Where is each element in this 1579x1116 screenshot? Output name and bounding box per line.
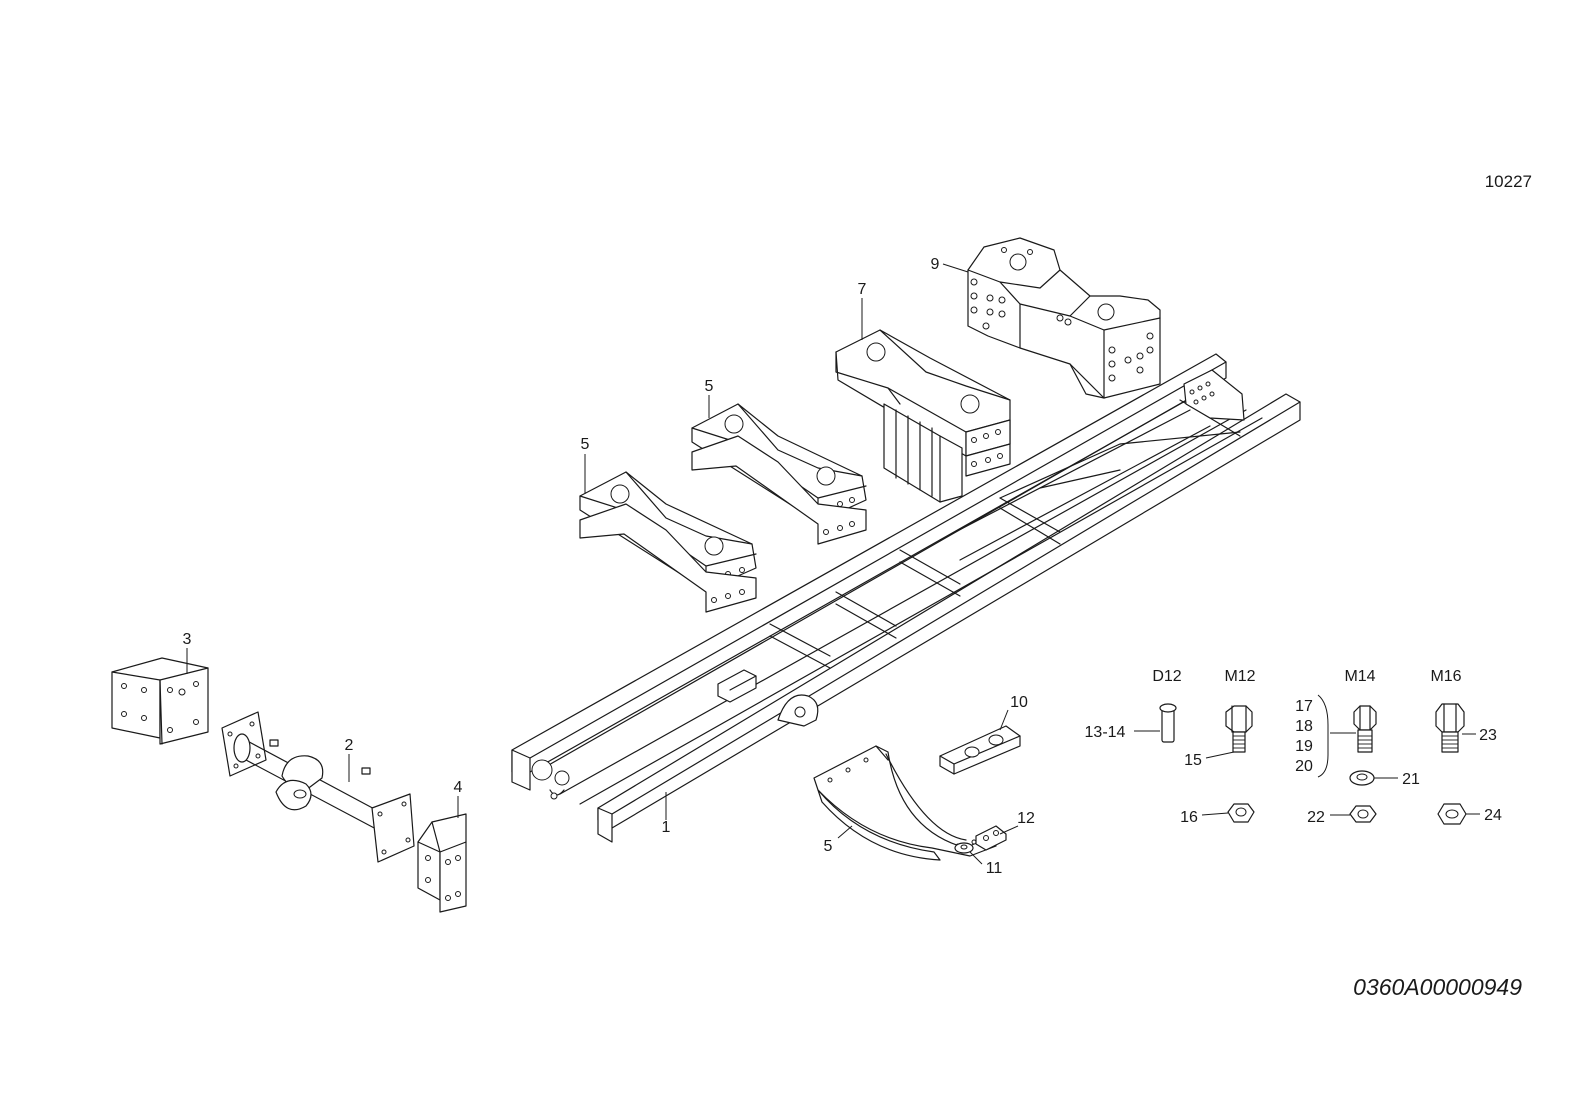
- sheet-number: 10227: [1485, 172, 1532, 191]
- callout-washer-11[interactable]: 11: [986, 860, 1003, 877]
- main-frame-part[interactable]: [511, 353, 1301, 843]
- callout-tall-support[interactable]: 7: [858, 281, 867, 298]
- callout-right-bracket[interactable]: 4: [454, 779, 463, 796]
- callout-pin-13-14[interactable]: 13-14: [1085, 724, 1126, 741]
- callout-nut-16[interactable]: 16: [1180, 809, 1198, 826]
- callout-bolt-15[interactable]: 15: [1184, 752, 1202, 769]
- drawing-code: 0360A00000949: [1353, 974, 1522, 1000]
- callout-washer-21[interactable]: 21: [1402, 771, 1420, 788]
- callout-bolt-23[interactable]: 23: [1479, 727, 1497, 744]
- right-bracket-part[interactable]: [417, 813, 467, 913]
- callout-cross-support-a[interactable]: 5: [705, 378, 714, 395]
- cross-support-b-part[interactable]: [579, 471, 757, 613]
- bolt-15-part[interactable]: [1225, 705, 1253, 753]
- callout-left-bracket[interactable]: 3: [183, 631, 192, 648]
- callout-tow-beam[interactable]: 2: [345, 737, 354, 754]
- bolt-23-part[interactable]: [1435, 703, 1465, 753]
- bolt-17-20-part[interactable]: [1353, 705, 1377, 753]
- callout-nut-plate-12[interactable]: 12: [1017, 810, 1035, 827]
- size-header-m12: M12: [1224, 668, 1255, 685]
- callout-cradle[interactable]: 5: [824, 838, 833, 855]
- callout-nut-24[interactable]: 24: [1484, 807, 1502, 824]
- tall-support-part[interactable]: [835, 329, 1011, 503]
- callout-front-crossmember[interactable]: 9: [931, 256, 940, 273]
- size-header-m14: M14: [1344, 668, 1375, 685]
- washer-21-part[interactable]: [1349, 770, 1375, 786]
- callout-frame[interactable]: 1: [662, 819, 671, 836]
- left-bracket-part[interactable]: [111, 657, 209, 745]
- pin-13-14-part[interactable]: [1159, 703, 1177, 743]
- callout-clamp-plate[interactable]: 10: [1010, 694, 1028, 711]
- nut-plate-12-part[interactable]: [975, 825, 1007, 851]
- callout-bolt-20[interactable]: 20: [1295, 758, 1313, 775]
- nut-16-part[interactable]: [1227, 803, 1255, 823]
- front-crossmember-part[interactable]: [967, 237, 1161, 399]
- washer-11-part[interactable]: [954, 842, 974, 854]
- tow-beam-part[interactable]: [221, 711, 415, 863]
- clamp-plate-part[interactable]: [939, 725, 1021, 775]
- size-header-m16: M16: [1430, 668, 1461, 685]
- cross-support-a-part[interactable]: [691, 403, 867, 545]
- callout-nut-22[interactable]: 22: [1307, 809, 1325, 826]
- callout-cross-support-b[interactable]: 5: [581, 436, 590, 453]
- leader-lines: [186, 263, 1480, 865]
- callout-bolt-17[interactable]: 17: [1295, 698, 1313, 715]
- nut-24-part[interactable]: [1437, 803, 1467, 825]
- size-header-d12: D12: [1152, 668, 1181, 685]
- callout-bolt-19[interactable]: 19: [1295, 738, 1313, 755]
- callout-bolt-18[interactable]: 18: [1295, 718, 1313, 735]
- nut-22-part[interactable]: [1349, 805, 1377, 823]
